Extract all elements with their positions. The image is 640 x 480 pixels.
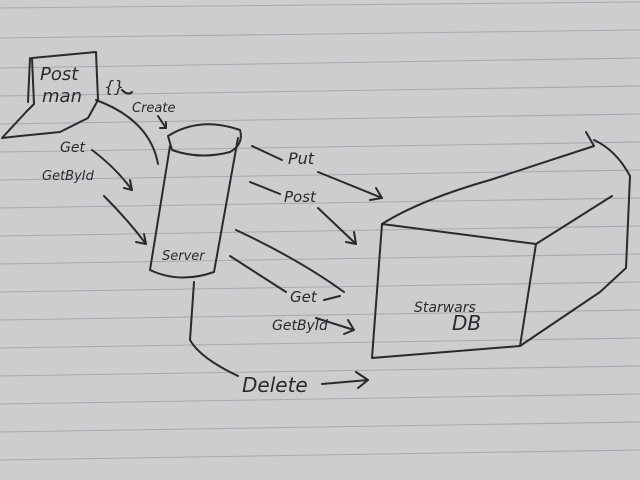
put-label: Put [288,149,315,168]
ruled-lines [0,1,640,461]
create-arrow [157,115,167,129]
get-left-arrow [91,149,133,191]
put-line-a [251,145,283,161]
postman-label-line2: man [42,86,82,107]
db-front-face [371,223,537,359]
create-label: Create [132,101,175,116]
post-arrowhead [345,231,357,245]
postman-node: Post man [1,51,99,139]
getbyid-right-arrow [315,317,355,331]
post-label: Post [284,188,317,206]
delete-arrow [321,379,369,385]
server-node: Server [149,123,242,279]
get-left-label: Get [60,140,85,156]
put-arrow [317,171,383,199]
payload-tail [121,89,133,95]
getbyid-left-arrowhead [135,233,147,245]
db-back-edge [519,139,631,347]
server-left-side [149,145,171,271]
server-label: Server [162,249,206,264]
get-right-line [229,255,287,293]
server-top-ellipse [167,123,242,157]
payload-label: {} [104,77,124,96]
delete-line [189,281,239,377]
postman-edge [27,57,31,103]
server-bottom [149,269,215,279]
post-line-a [249,181,281,195]
get-right-label: Get [290,288,318,306]
server-right-side [213,137,239,273]
post-arrow [317,207,357,245]
db-top-left-edge [381,145,595,225]
postman-to-server-curve [95,99,159,165]
get-left-arrowhead [123,179,133,191]
getbyid-left-arrow [103,195,147,245]
getbyid-right-label: GetById [272,318,328,334]
postman-label-line1: Post [40,64,79,85]
delete-label: Delete [242,373,308,397]
create-arrowhead [159,121,167,129]
db-corner [585,131,595,147]
db-label-line1: Starwars [414,300,476,316]
db-top-right-edge [535,195,613,245]
get-right-tail [323,295,341,301]
get-right-curve [235,229,345,293]
getbyid-left-label: GetById [42,169,95,184]
getbyid-right-arrowhead [343,319,355,335]
delete-arrowhead [355,371,369,389]
db-node: Starwars DB [371,131,631,359]
put-arrowhead [369,187,383,201]
db-label-line2: DB [452,311,481,335]
postman-shape [1,51,99,139]
